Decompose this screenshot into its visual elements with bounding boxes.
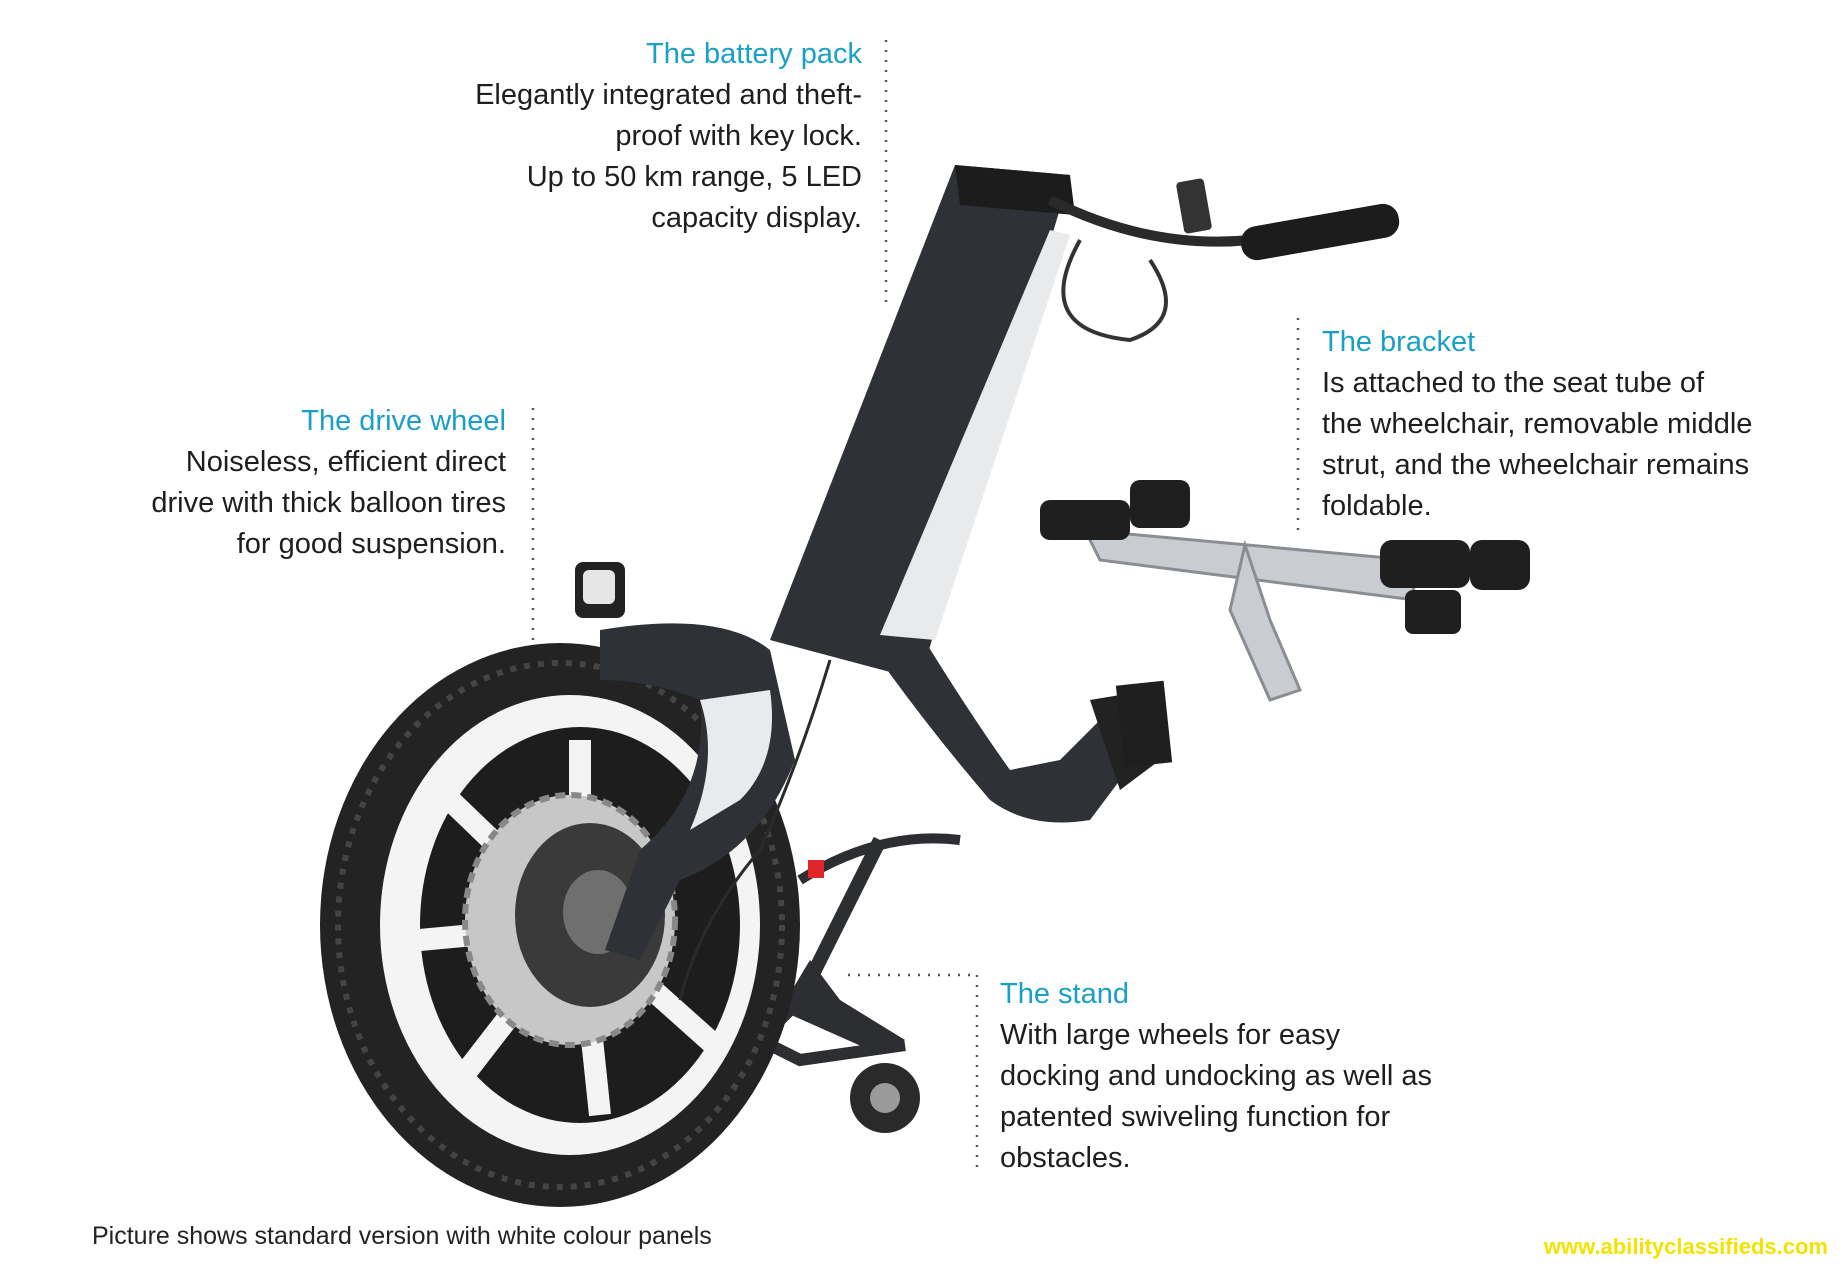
callout-line: Noiseless, efficient direct (185, 446, 506, 478)
callout-title: The drive wheel (301, 405, 506, 437)
battery-column: E-PILOT (770, 165, 1075, 680)
callout-line: drive with thick balloon tires (151, 487, 506, 519)
callout-drive-wheel: The drive wheel Noiseless, efficient dir… (151, 401, 506, 565)
brake-cable (678, 659, 832, 1001)
callout-line: foldable. (1322, 490, 1432, 522)
callout-line: Is attached to the seat tube of (1322, 367, 1705, 399)
image-caption: Picture shows standard version with whit… (92, 1222, 712, 1250)
headlight (575, 562, 625, 618)
callout-title: The stand (1000, 978, 1129, 1010)
callout-line: the wheelchair, removable middle (1322, 408, 1753, 440)
callout-title: The battery pack (646, 38, 862, 70)
callout-line: proof with key lock. (615, 120, 862, 152)
callout-line: patented swiveling function for (1000, 1101, 1391, 1133)
callout-line: for good suspension. (236, 528, 506, 560)
callout-line: docking and undocking as well as (1000, 1060, 1433, 1092)
callout-line: Elegantly integrated and theft- (475, 79, 862, 111)
callout-line: Up to 50 km range, 5 LED (526, 161, 862, 193)
brake-caliper (808, 860, 824, 878)
callout-line: obstacles. (1000, 1142, 1131, 1174)
leader-lines (531, 40, 1300, 1175)
display-unit (1176, 178, 1212, 234)
callout-bracket: The bracket Is attached to the seat tube… (1322, 322, 1752, 527)
callout-line: strut, and the wheelchair remains (1322, 449, 1750, 481)
watermark-link[interactable]: www.abilityclassifieds.com (1543, 1234, 1828, 1259)
handlebar (1047, 178, 1400, 343)
grip (1240, 203, 1400, 261)
callout-stand: The stand With large wheels for easy doc… (1000, 974, 1432, 1179)
callout-battery-pack: The battery pack Elegantly integrated an… (475, 34, 862, 239)
callout-title: The bracket (1322, 326, 1476, 358)
callout-line: capacity display. (651, 202, 862, 234)
callout-line: With large wheels for easy (1000, 1019, 1341, 1051)
bracket-mount (1115, 680, 1173, 768)
wheelchair-bracket (1040, 480, 1530, 702)
